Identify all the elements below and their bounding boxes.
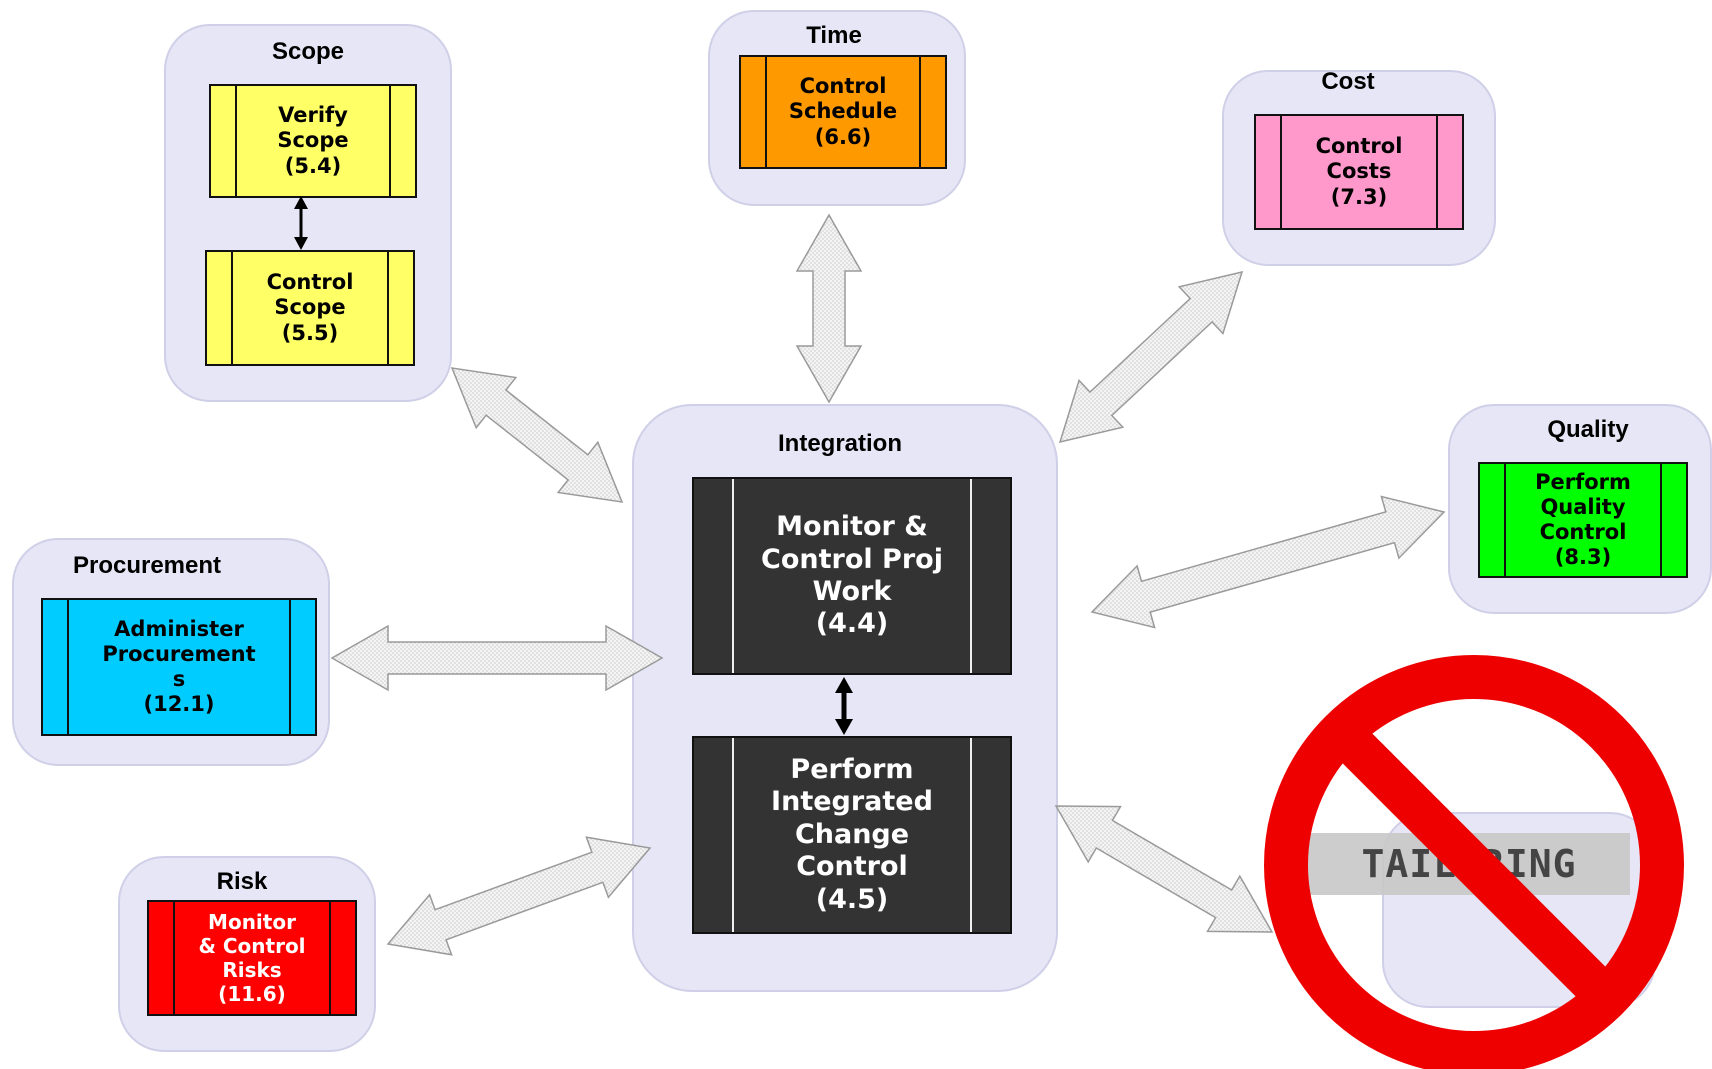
tailoring-label: TAILORING [1308, 833, 1630, 895]
procurement-title: Procurement [72, 552, 222, 579]
arrow-procurement-integration [330, 624, 664, 692]
arrow-scope-integration [450, 367, 624, 503]
monitor-control-risks-process: Monitor & Control Risks (11.6) [147, 900, 357, 1016]
control-costs-label: Control Costs (7.3) [1315, 134, 1403, 209]
administer-procurements-label: Administer Procurement s (12.1) [102, 616, 256, 717]
cost-title: Cost [1321, 68, 1375, 95]
perform-integrated-change-control-label: Perform Integrated Change Control (4.5) [771, 754, 933, 915]
perform-quality-control-label: Perform Quality Control (8.3) [1535, 469, 1631, 570]
perform-integrated-change-control-process: Perform Integrated Change Control (4.5) [692, 736, 1012, 934]
arrow-cost-integration [1058, 270, 1244, 444]
quality-title: Quality [1547, 416, 1629, 443]
arrow-tailored-integration [1054, 805, 1274, 933]
control-schedule-label: Control Schedule (6.6) [788, 74, 898, 149]
risk-title: Risk [216, 868, 268, 895]
arrow-quality-integration [1090, 495, 1446, 629]
control-costs-process: Control Costs (7.3) [1254, 114, 1464, 230]
control-scope-process: Control Scope (5.5) [205, 250, 415, 366]
administer-procurements-process: Administer Procurement s (12.1) [41, 598, 317, 736]
monitor-control-proj-work-process: Monitor & Control Proj Work (4.4) [692, 477, 1012, 675]
integration-title: Integration [778, 430, 902, 457]
arrow-risk-integration [386, 836, 652, 956]
verify-scope-label: Verify Scope (5.4) [277, 103, 349, 178]
perform-quality-control-process: Perform Quality Control (8.3) [1478, 462, 1688, 578]
arrow-time-integration [795, 213, 863, 404]
monitor-control-proj-work-label: Monitor & Control Proj Work (4.4) [761, 511, 943, 640]
verify-scope-process: Verify Scope (5.4) [209, 84, 417, 198]
monitor-control-risks-label: Monitor & Control Risks (11.6) [198, 910, 306, 1006]
time-title: Time [806, 22, 862, 49]
scope-title: Scope [271, 38, 345, 65]
control-scope-label: Control Scope (5.5) [266, 270, 354, 345]
control-schedule-process: Control Schedule (6.6) [739, 55, 947, 169]
